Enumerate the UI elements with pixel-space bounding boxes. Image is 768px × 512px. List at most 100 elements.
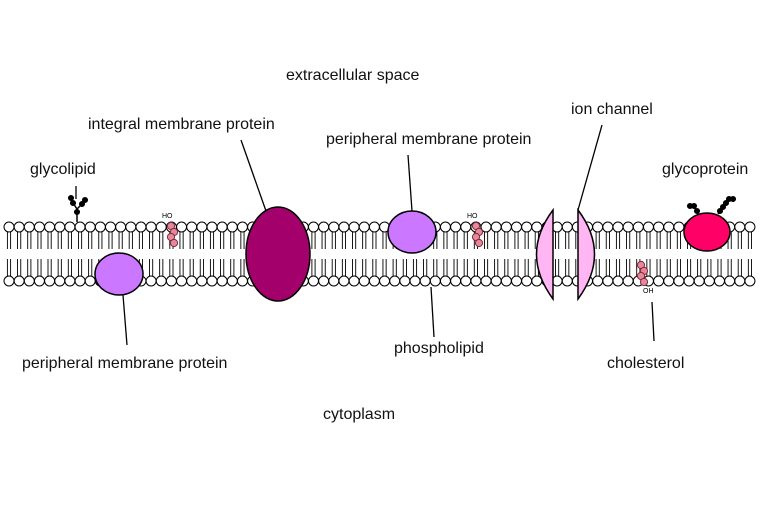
phospholipid-tail	[220, 232, 225, 249]
phospholipid-tail	[341, 259, 346, 276]
glycoprotein	[683, 212, 731, 252]
phospholipid-tail	[697, 259, 702, 276]
phospholipid-head	[308, 221, 319, 233]
phospholipid-tail	[484, 232, 489, 249]
phospholipid-tail	[199, 232, 204, 249]
phospholipid-head	[3, 221, 15, 233]
phospholipid-head	[145, 221, 157, 233]
phospholipid-head	[94, 221, 106, 233]
phospholipid-head	[439, 221, 451, 233]
phospholipid-tail	[615, 259, 621, 276]
phospholipid-head	[521, 221, 533, 233]
phospholipid-tail	[27, 232, 32, 249]
phospholipid-tail	[88, 259, 93, 276]
phospholipid-tail	[463, 259, 468, 276]
glycoprotein-sugar-chain	[686, 195, 737, 215]
phospholipid-tail	[362, 232, 367, 249]
phospholipid-head	[176, 221, 188, 233]
phospholipid-head	[84, 275, 96, 287]
phospholipid-head	[105, 221, 116, 233]
phospholipid-tail	[67, 259, 72, 276]
phospholipid-tail	[656, 259, 661, 276]
phospholipid-head	[399, 275, 411, 287]
phospholipid-head	[724, 275, 736, 287]
phospholipid-head	[592, 275, 604, 287]
phospholipid-tail	[169, 259, 174, 276]
phospholipid-tail	[37, 259, 42, 276]
phospholipid-tail	[240, 259, 245, 276]
phospholipid-head	[216, 221, 228, 233]
phospholipid-head	[490, 275, 502, 287]
phospholipid-tail	[6, 259, 12, 276]
phospholipid-tail	[179, 232, 184, 249]
phospholipid-tail	[37, 232, 42, 249]
phospholipid-head	[23, 221, 35, 233]
phospholipid-tail	[707, 259, 712, 276]
phospholipid-tail	[747, 232, 752, 249]
phospholipid-head	[186, 275, 198, 287]
phospholipid-tail	[17, 259, 22, 276]
phospholipid-head	[358, 221, 370, 233]
phospholipid-tail	[595, 232, 600, 249]
phospholipid-head	[125, 221, 137, 233]
phospholipid-tail	[666, 259, 671, 276]
phospholipid-tail	[524, 232, 529, 249]
phospholipid-tail	[737, 232, 742, 249]
cholesterol-ho-label-1: HO	[162, 213, 173, 220]
phospholipid-head	[511, 221, 522, 233]
phospholipid-tail	[605, 259, 610, 276]
phospholipid-head	[13, 275, 25, 287]
phospholipid-head	[226, 275, 238, 287]
phospholipid-head	[368, 221, 380, 233]
phospholipid-tail	[626, 232, 631, 249]
ion-channel-leader	[577, 124, 603, 211]
phospholipid-tail	[666, 232, 671, 249]
phospholipid-leader	[430, 286, 435, 338]
phospholipid-tail	[656, 232, 661, 249]
peripheral-protein-bottom-label: peripheral membrane protein	[22, 355, 228, 372]
phospholipid-tail	[453, 259, 458, 276]
phospholipid-head	[612, 221, 624, 233]
cholesterol-oh-label: OH	[643, 288, 654, 295]
peripheral-protein-top	[387, 210, 437, 254]
integral-protein	[245, 206, 311, 302]
phospholipid-tail	[443, 259, 448, 276]
phospholipid-tail	[311, 259, 316, 276]
phospholipid-tail	[433, 259, 438, 276]
phospholipid-tail	[209, 232, 215, 249]
phospholipid-head	[328, 221, 340, 233]
phospholipid-head	[84, 221, 96, 233]
phospholipid-tail	[636, 232, 641, 249]
phospholipid-tail	[199, 259, 204, 276]
phospholipid-tail	[88, 232, 93, 249]
phospholipid-head	[44, 275, 56, 287]
integral-protein-label: integral membrane protein	[88, 116, 275, 133]
phospholipid-head	[3, 275, 15, 287]
phospholipid-tail	[473, 259, 478, 276]
phospholipid-head	[521, 275, 533, 287]
phospholipid-head	[480, 275, 492, 287]
phospholipid-head	[23, 275, 35, 287]
phospholipid-tail	[352, 232, 357, 249]
phospholipid-head	[348, 221, 360, 233]
phospholipid-head	[379, 275, 391, 287]
phospholipid-head	[429, 275, 441, 287]
phospholipid-head	[54, 275, 66, 287]
phospholipid-tail	[78, 232, 83, 249]
phospholipid-head	[490, 221, 502, 233]
phospholipid-tail	[17, 232, 22, 249]
phospholipid-tail	[108, 232, 113, 249]
phospholipid-head	[54, 221, 66, 233]
phospholipid-head	[44, 221, 56, 233]
phospholipid-head	[348, 275, 360, 287]
phospholipid-head	[653, 221, 665, 233]
phospholipid-head	[338, 275, 350, 287]
phospholipid-tail	[47, 259, 52, 276]
phospholipid-tail	[352, 259, 357, 276]
phospholipid-tail	[230, 232, 235, 249]
phospholipid-head	[196, 221, 208, 233]
phospholipid-tail	[494, 259, 499, 276]
phospholipid-head	[389, 275, 401, 287]
phospholipid-head	[744, 275, 756, 287]
phospholipid-head	[308, 275, 319, 287]
